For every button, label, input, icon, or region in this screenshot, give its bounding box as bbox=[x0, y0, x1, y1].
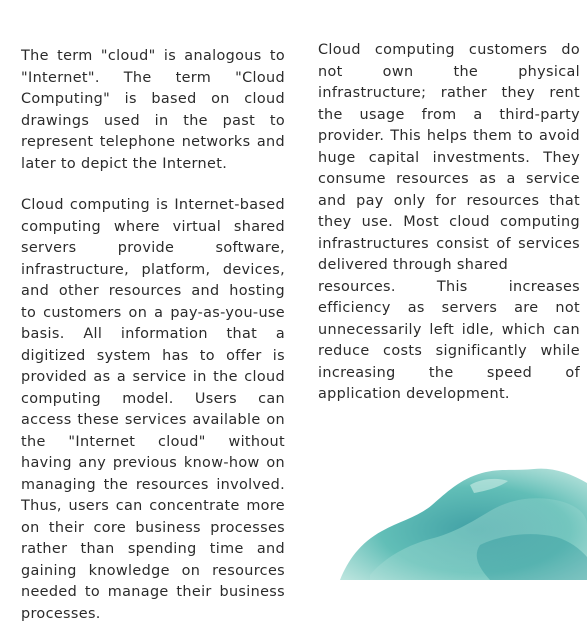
splash-dark-patch bbox=[476, 534, 587, 580]
splash-edge bbox=[470, 478, 508, 493]
right-column: Cloud computing customers do not own the… bbox=[318, 40, 580, 406]
splash-highlight bbox=[370, 498, 587, 580]
left-column: The term "cloud" is analogous to "Intern… bbox=[21, 46, 285, 625]
paragraph-infrastructure: Cloud computing customers do not own the… bbox=[318, 42, 580, 273]
paragraph-efficiency: resources. This increases efficiency as … bbox=[318, 278, 580, 403]
document-page: The term "cloud" is analogous to "Intern… bbox=[21, 40, 587, 622]
paragraph-cloud-term: The term "cloud" is analogous to "Intern… bbox=[21, 48, 285, 172]
watercolor-splash-decoration bbox=[340, 468, 587, 580]
paragraph-cloud-definition: Cloud computing is Internet-based comput… bbox=[21, 197, 285, 622]
